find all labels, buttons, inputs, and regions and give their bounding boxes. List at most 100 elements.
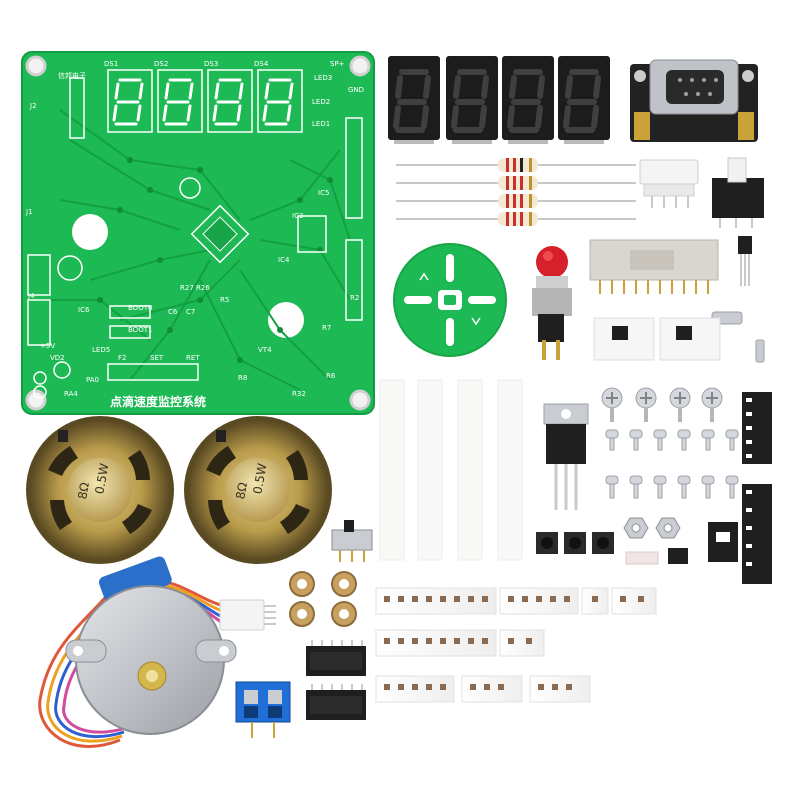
- pcb-digit-footprints: [107, 69, 303, 133]
- pcb-label-ic6: IC6: [78, 306, 90, 314]
- speaker-impedance: 8Ω: [233, 481, 250, 500]
- slide-switch: [331, 520, 373, 562]
- small-screw: [605, 429, 739, 499]
- mounting-hole: [25, 55, 371, 411]
- smd-tape-strips: [375, 587, 657, 703]
- stepper-motor: [38, 556, 237, 748]
- screw: [635, 387, 657, 422]
- speaker-power: 0.5W: [250, 462, 269, 495]
- voltage-regulator-to220: [543, 403, 589, 510]
- pcb-label-led1: LED1: [312, 120, 330, 128]
- resistor: [396, 158, 636, 172]
- pcb-label-set: SET: [150, 354, 164, 362]
- ic-chip: [306, 684, 366, 720]
- pcb-label-vt4: VT4: [258, 346, 272, 354]
- seven-segment-display: [388, 56, 440, 144]
- pcb-board: DS1 DS2 DS3 DS4 信邦电子 J2 SP+ GND LED2 LED…: [21, 51, 375, 415]
- copper-washer-group: [289, 571, 357, 627]
- speaker: 8Ω 0.5W: [184, 416, 332, 564]
- db9-connector: [630, 59, 758, 142]
- resistor: [396, 176, 636, 190]
- idc-box-header: [589, 239, 719, 294]
- ir-sensor-module: [593, 317, 721, 361]
- pcb-label-vd2: VD2: [50, 354, 65, 362]
- board-cutout-right: [268, 302, 304, 338]
- digit-label-ds2: DS2: [154, 60, 168, 68]
- seven-segment-display: [558, 56, 610, 144]
- tactile-button-group: [536, 532, 614, 554]
- transistor-to92: [738, 236, 752, 286]
- smd-tape-strip: [499, 587, 579, 615]
- push-switch: [712, 157, 764, 228]
- pcb-brand-label: 信邦电子: [58, 71, 86, 80]
- smd-tape-strip: [375, 587, 497, 615]
- pcb-label-f2: F2: [118, 354, 126, 362]
- pcb-label-r27: R27: [180, 284, 194, 292]
- smd-tape-strip: [611, 587, 657, 615]
- pcb-label-r2: R2: [350, 294, 359, 302]
- seven-segment-display-group: [388, 56, 610, 144]
- pcb-label-j2: J2: [29, 102, 37, 110]
- small-smd-parts: [625, 548, 688, 565]
- terminal-block: [235, 681, 291, 738]
- digit-label-ds4: DS4: [254, 60, 269, 68]
- pcb-label-5v: +5V: [40, 342, 55, 350]
- pcb-label-r7: R7: [322, 324, 331, 332]
- ic-chip: [306, 640, 366, 676]
- pcb-label-boot0: BOOT0: [128, 304, 152, 312]
- smd-tape-vertical: [742, 392, 772, 584]
- seven-segment-display: [502, 56, 554, 144]
- smd-tape-strip: [375, 629, 497, 657]
- sensor-board-black: [708, 522, 738, 562]
- digit-label-ds1: DS1: [104, 60, 118, 68]
- pcb-label-r26: R26: [196, 284, 210, 292]
- speaker-impedance: 8Ω: [75, 481, 92, 500]
- speaker-power: 0.5W: [92, 462, 111, 495]
- pcb-label-j4: J4: [27, 292, 35, 300]
- pcb-label-ic4: IC4: [278, 256, 290, 264]
- pcb-label-r6: R6: [326, 372, 336, 380]
- pcb-label-j1: J1: [25, 208, 33, 216]
- pcb-label-boot1: BOOT1: [128, 326, 152, 334]
- pcb-label-c7: C7: [186, 308, 195, 316]
- pcb-label-r32: R32: [292, 390, 306, 398]
- seven-segment-display: [446, 56, 498, 144]
- pcb-mcu-footprint: [190, 204, 250, 264]
- encoder-disc: [393, 243, 507, 357]
- smd-tape-strip: [461, 675, 523, 703]
- resistor: [396, 212, 636, 226]
- pcb-title: 点滴速度监控系统: [110, 394, 206, 409]
- resistor: [396, 194, 636, 208]
- smd-tape-strip: [375, 675, 455, 703]
- pcb-label-r8: R8: [238, 374, 247, 382]
- pcb-label-c6: C6: [168, 308, 178, 316]
- board-cutout-left: [72, 214, 108, 250]
- digit-label-ds3: DS3: [204, 60, 218, 68]
- pcb-label-ra4: RA4: [64, 390, 78, 398]
- pcb-vias: [97, 157, 333, 363]
- pcb-label-ret: RET: [186, 354, 200, 362]
- pcb-label-pa0: PA0: [86, 376, 99, 384]
- red-push-button: [532, 246, 572, 360]
- pcb-label-ic5: IC5: [318, 189, 329, 197]
- pcb-digit-segments: [112, 78, 294, 126]
- smd-tape-strip: [499, 629, 545, 657]
- smd-tape-strip: [581, 587, 609, 615]
- resistor-group: [396, 158, 636, 226]
- ic-chip-group: [306, 640, 366, 720]
- pcb-label-r5: R5: [220, 296, 229, 304]
- pcb-header-footprints: [27, 77, 363, 399]
- smd-tape-strip: [529, 675, 591, 703]
- pcb-label-led3: LED3: [314, 74, 332, 82]
- nut-group: [623, 517, 681, 539]
- screw: [601, 387, 623, 422]
- speaker: 8Ω 0.5W: [26, 416, 174, 564]
- pcb-label-led5: LED5: [92, 346, 110, 354]
- screw: [669, 387, 691, 422]
- pcb-label-led2: LED2: [312, 98, 330, 106]
- crystal-small: [755, 339, 765, 363]
- screw-group: [601, 387, 739, 499]
- motor-connector: [219, 599, 276, 631]
- pcb-label-gnd: GND: [348, 86, 364, 94]
